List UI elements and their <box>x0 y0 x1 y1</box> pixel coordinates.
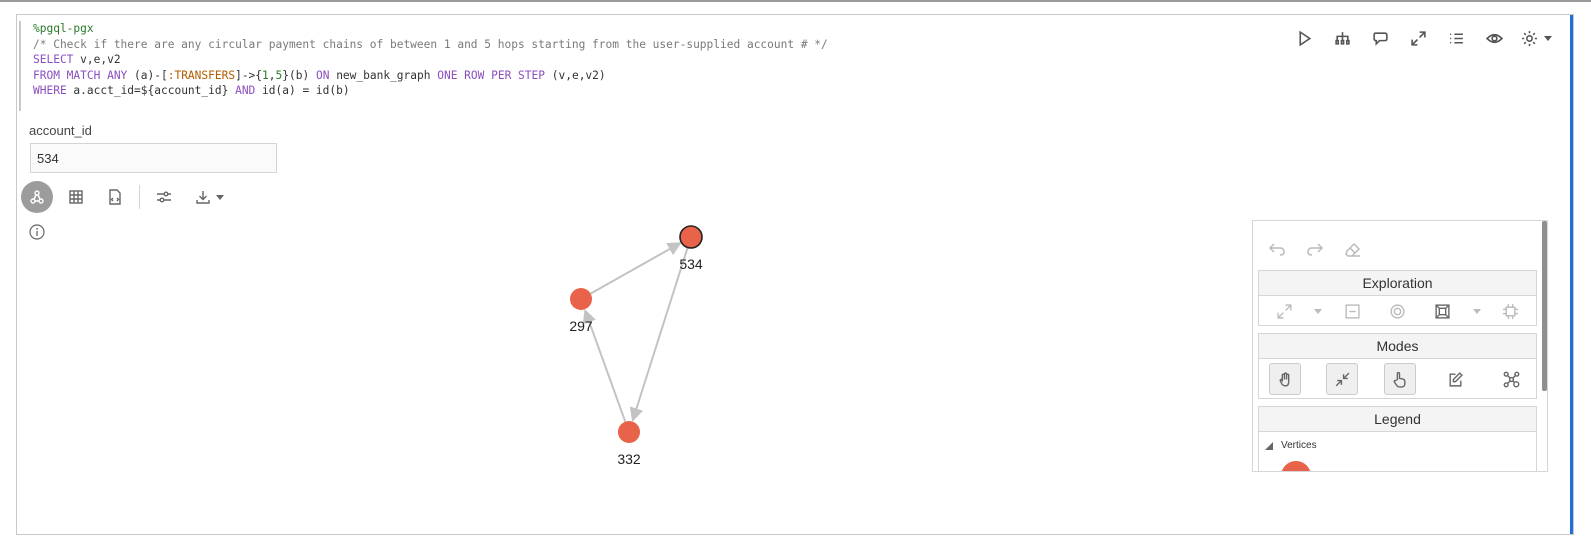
download-icon[interactable] <box>187 181 219 213</box>
modes-section: Modes <box>1258 333 1537 399</box>
graph-view-icon[interactable] <box>21 181 53 213</box>
toolbar-separator <box>139 185 140 209</box>
code-token: ON <box>315 68 330 82</box>
history-controls <box>1267 239 1363 259</box>
graph-node[interactable] <box>570 288 592 310</box>
network-edit-icon[interactable] <box>1496 364 1526 394</box>
code-line: /* Check if there are any circular payme… <box>33 37 1213 53</box>
code-token: 5 <box>275 68 283 82</box>
graph-edge[interactable] <box>629 247 689 422</box>
redo-icon[interactable] <box>1305 239 1325 259</box>
legend-vertices-label: Vertices <box>1281 440 1317 451</box>
code-line: WHERE a.acct_id=${account_id} AND id(a) … <box>33 83 1213 99</box>
code-token: ONE ROW PER STEP <box>437 68 546 82</box>
graph-edge[interactable] <box>590 242 682 295</box>
code-editor[interactable]: %pgql-pgx /* Check if there are any circu… <box>19 21 1213 111</box>
collapse-icon[interactable] <box>1337 296 1367 326</box>
top-divider <box>0 0 1591 2</box>
hierarchy-icon[interactable] <box>1323 25 1361 51</box>
undo-icon[interactable] <box>1267 239 1287 259</box>
code-token: AND <box>235 84 256 98</box>
legend-vertex-swatch <box>1281 461 1311 471</box>
modes-title: Modes <box>1259 334 1536 359</box>
table-view-icon[interactable] <box>60 181 92 213</box>
view-toolbar <box>21 181 224 213</box>
code-token: v,e,v2 <box>73 53 121 67</box>
code-line: SELECT v,e,v2 <box>33 52 1213 68</box>
code-token: SELECT <box>33 53 74 67</box>
layout-icon[interactable] <box>1496 296 1526 326</box>
code-view-icon[interactable] <box>99 181 131 213</box>
shrink-icon[interactable] <box>1326 363 1359 395</box>
pointer-hand-icon[interactable] <box>1383 363 1416 395</box>
code-token: new_bank_graph <box>329 68 438 82</box>
code-token: :TRANSFERS <box>167 68 236 82</box>
code-token: (a)-[ <box>127 68 168 82</box>
panel-scrollbar[interactable] <box>1542 221 1547 391</box>
account-id-input[interactable] <box>30 143 277 173</box>
focus-icon[interactable] <box>1382 296 1412 326</box>
graph-node[interactable] <box>618 421 640 443</box>
chevron-down-icon[interactable] <box>1314 308 1323 314</box>
graph-node-label: 332 <box>617 451 641 467</box>
pan-hand-icon[interactable] <box>1269 363 1301 395</box>
comments-icon[interactable] <box>1361 25 1399 51</box>
legend-vertices-toggle[interactable]: Vertices <box>1259 432 1536 451</box>
code-token: WHERE <box>33 84 67 98</box>
chevron-down-icon[interactable] <box>216 194 224 200</box>
exploration-title: Exploration <box>1259 271 1536 296</box>
eraser-icon[interactable] <box>1343 239 1363 259</box>
code-token: ]->{ <box>235 68 263 82</box>
chevron-down-icon <box>1543 35 1552 41</box>
graph-node[interactable] <box>679 225 703 249</box>
code-token: a.acct_id=${account_id} <box>66 84 236 98</box>
exploration-section: Exploration <box>1258 270 1537 326</box>
code-token: FROM MATCH ANY <box>33 68 128 82</box>
run-icon[interactable] <box>1285 25 1323 51</box>
legend-title: Legend <box>1259 407 1536 432</box>
graph-node-label: 534 <box>679 256 703 272</box>
settings-sliders-icon[interactable] <box>148 181 180 213</box>
list-icon[interactable] <box>1437 25 1475 51</box>
graph-node-label: 297 <box>569 318 593 334</box>
info-icon[interactable] <box>29 224 45 240</box>
expand-icon[interactable] <box>1399 25 1437 51</box>
legend-section: Legend Vertices <box>1258 406 1537 471</box>
graph-settings-panel: Exploration Modes Legend <box>1252 220 1548 472</box>
eye-icon[interactable] <box>1475 25 1513 51</box>
code-token: , <box>268 68 276 82</box>
code-token: }(b) <box>282 68 316 82</box>
code-token: id(a) = id(b) <box>255 84 350 98</box>
code-token: %pgql-pgx <box>33 22 94 35</box>
code-token: /* Check if there are any circular payme… <box>33 37 828 51</box>
notebook-paragraph: %pgql-pgx /* Check if there are any circu… <box>16 14 1574 535</box>
expand-icon[interactable] <box>1269 296 1299 326</box>
paragraph-selected-indicator <box>1570 15 1573 534</box>
edit-icon[interactable] <box>1441 364 1471 394</box>
chevron-down-icon[interactable] <box>1472 308 1481 314</box>
code-token: 1 <box>262 68 269 82</box>
paragraph-toolbar <box>1285 25 1559 51</box>
param-label: account_id <box>29 123 92 138</box>
gear-icon[interactable] <box>1513 25 1559 51</box>
code-token: (v,e,v2) <box>545 68 606 82</box>
collapse-triangle-icon <box>1265 441 1273 450</box>
code-line: %pgql-pgx <box>33 21 1213 37</box>
code-line: FROM MATCH ANY (a)-[:TRANSFERS]->{1,5}(b… <box>33 68 1213 84</box>
fit-to-screen-icon[interactable] <box>1428 296 1458 326</box>
